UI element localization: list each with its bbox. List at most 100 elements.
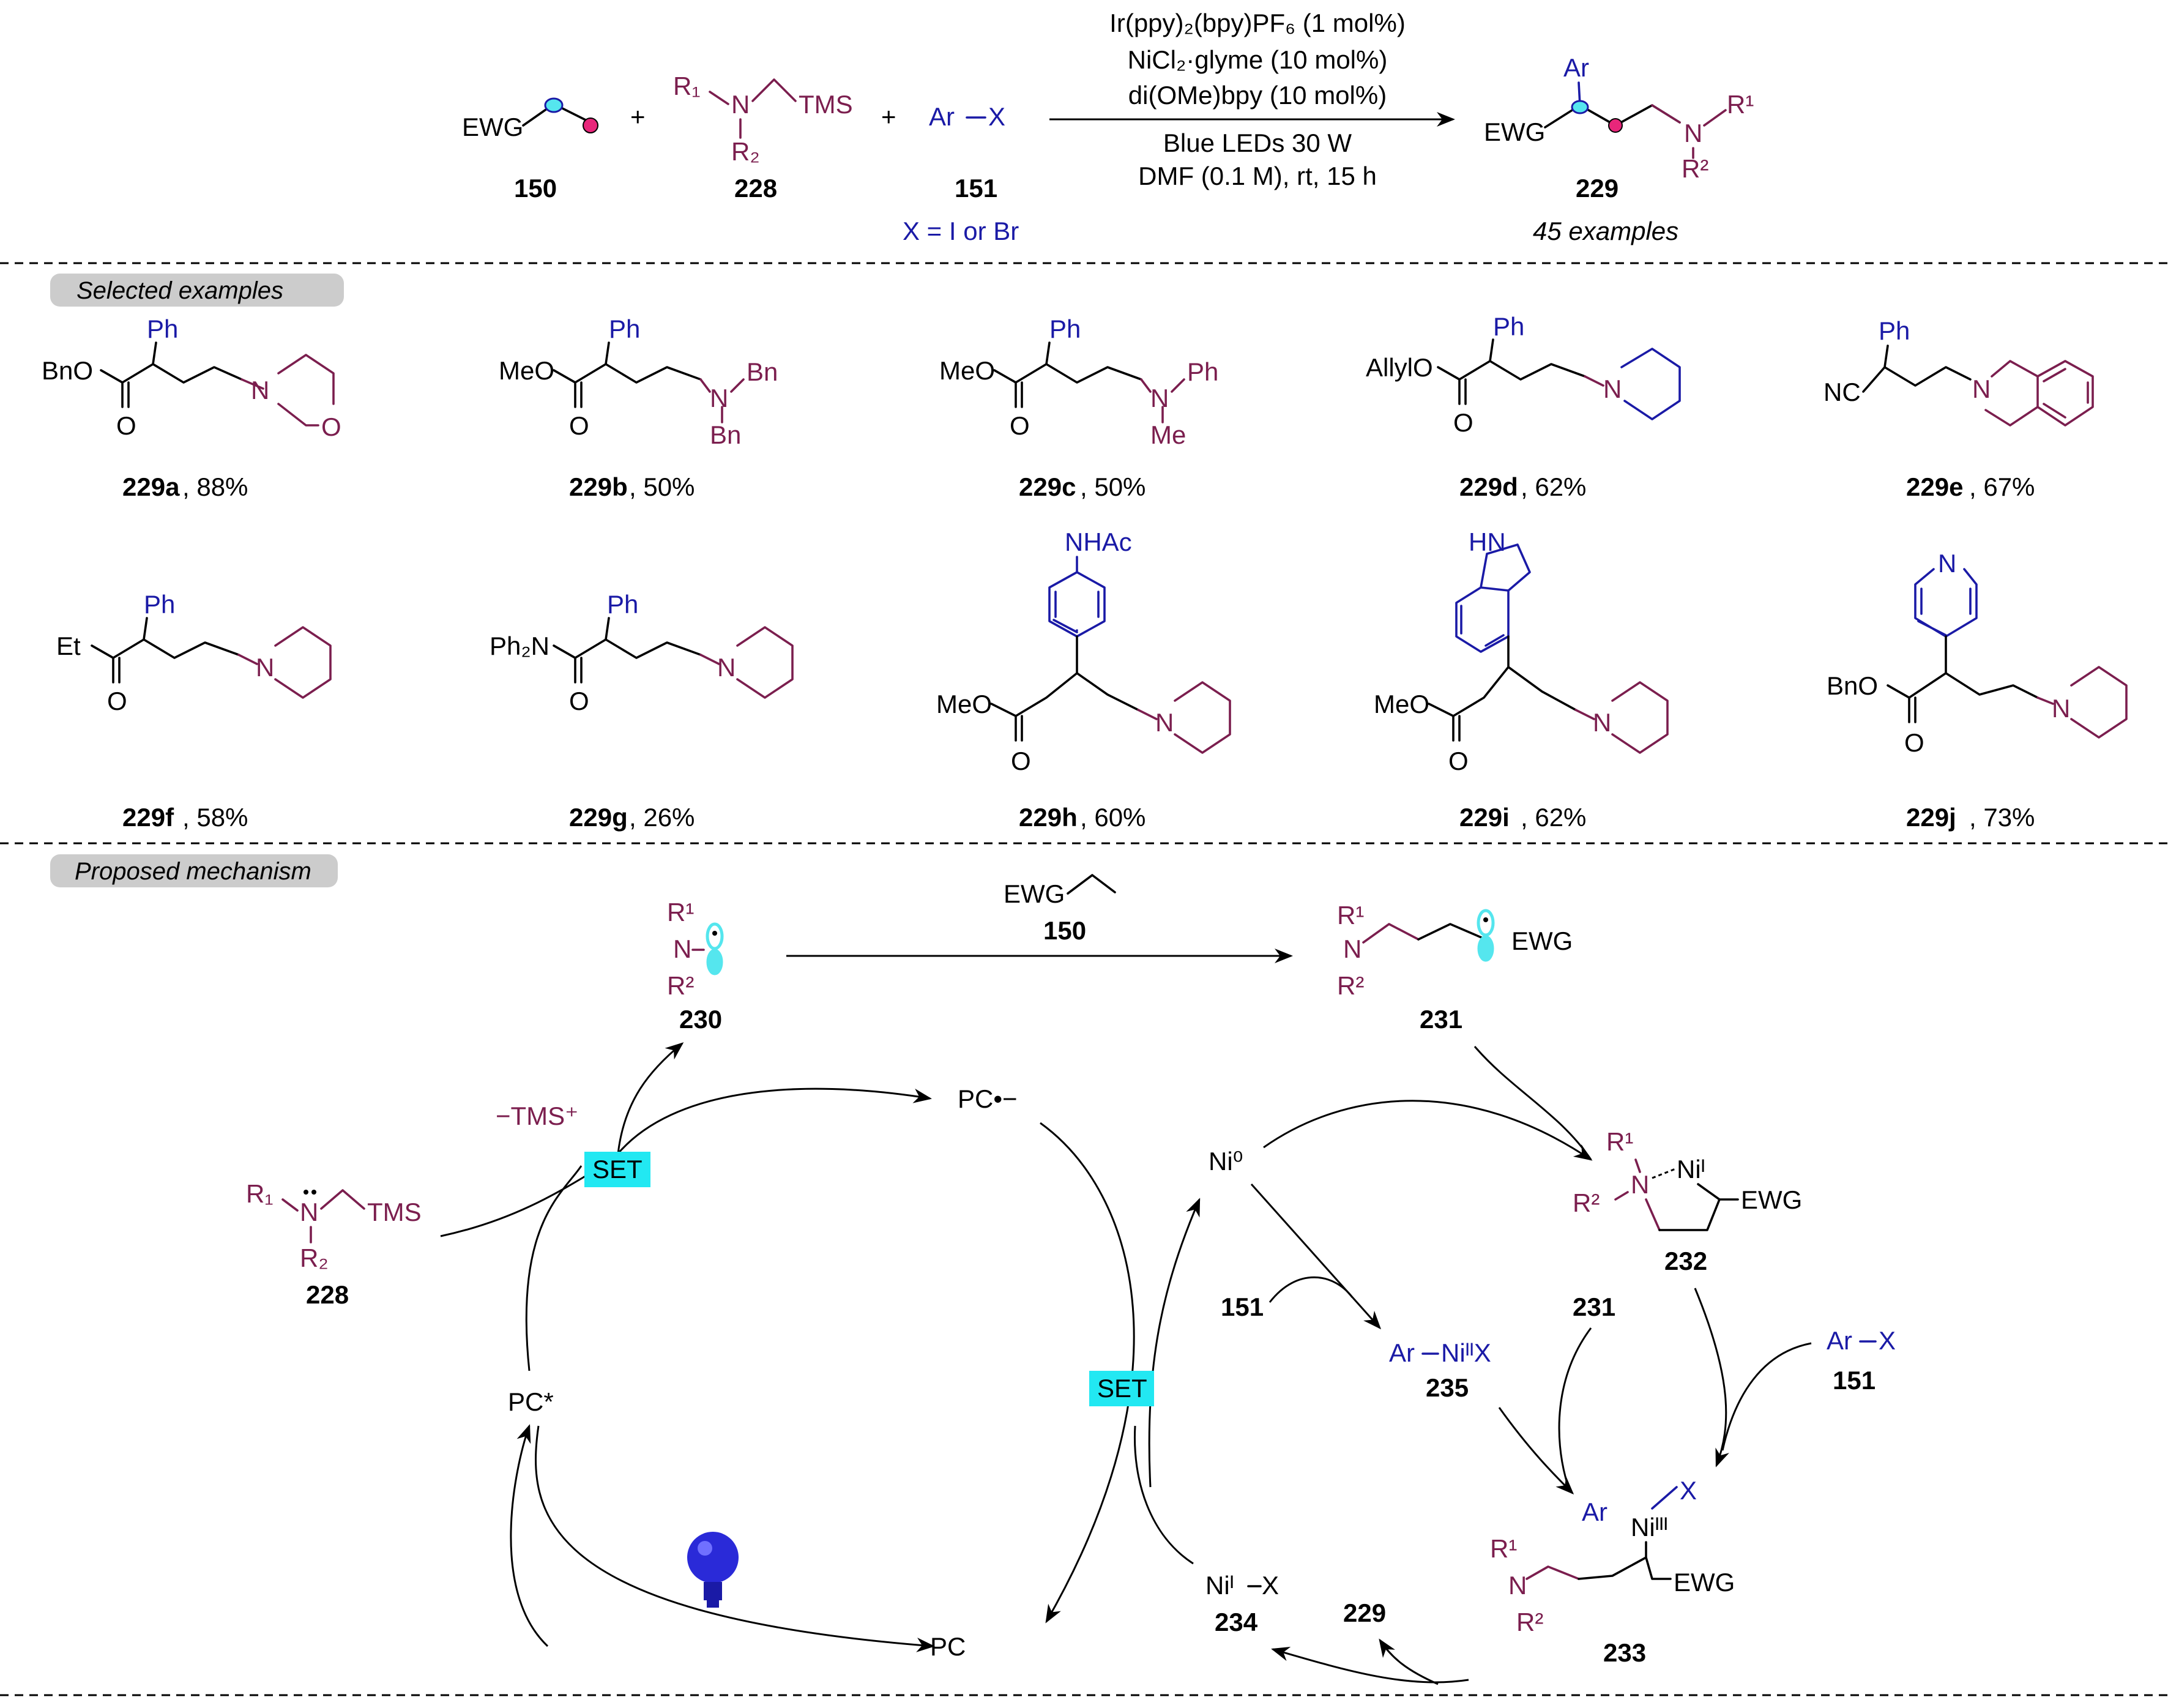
reactant-228: R₁ N TMS R₂ 228 <box>673 72 853 203</box>
pc-excited: PC* <box>508 1387 554 1416</box>
ni0-to-232-arrow <box>1263 1100 1593 1161</box>
carbonyl-o: O <box>1011 747 1031 775</box>
compound-number: 228 <box>306 1280 349 1309</box>
ewg-label: EWG <box>1511 927 1573 955</box>
product-release-arrow <box>1379 1638 1439 1685</box>
x-label: X <box>1262 1571 1279 1600</box>
arx-join-arrow <box>1721 1342 1812 1451</box>
pc-ground: PC <box>930 1632 966 1661</box>
amine-n: N <box>717 653 736 682</box>
example-yield: , 60% <box>1080 803 1145 832</box>
example-yield: , 67% <box>1969 472 2035 501</box>
n-label: N <box>1508 1571 1527 1600</box>
r1-label: R₁ <box>246 1179 274 1208</box>
reactant-151: Ar X 151 X = I or Br <box>903 102 1019 245</box>
amine-n: N <box>256 653 274 682</box>
ar-label: Ar <box>1827 1326 1852 1355</box>
section-title-examples: Selected examples <box>76 277 283 304</box>
r2-label: R₂ <box>731 137 760 166</box>
r2-label: R² <box>1573 1188 1600 1217</box>
ni-x-label: NiᴵᴵX <box>1441 1338 1491 1367</box>
r2-label: R² <box>667 971 694 1000</box>
example-229e: NC Ph N 229e , 67% <box>1823 316 2094 501</box>
x-label: X <box>1879 1326 1896 1355</box>
set-label: SET <box>592 1155 643 1184</box>
aryl-label: N <box>1938 549 1956 578</box>
carbonyl-o: O <box>1010 411 1030 440</box>
carbonyl-o: O <box>569 411 589 440</box>
ester-group: MeO <box>499 356 554 385</box>
species-233: Ar X Niᴵᴵᴵ R¹ N R² EWG 233 <box>1490 1476 1735 1667</box>
section-title-mechanism: Proposed mechanism <box>75 858 311 885</box>
ar-label: Ar <box>929 102 955 131</box>
ester-group: MeO <box>936 690 992 718</box>
pc-star-to-set-arrow <box>525 1165 583 1371</box>
234-to-set-arrow <box>1133 1425 1194 1565</box>
r2-label: R² <box>1682 154 1708 183</box>
reaction-conditions: Ir(ppy)₂(bpy)PF₆ (1 mol%) NiCl₂·glyme (1… <box>1049 9 1455 190</box>
nickel-catalyst: NiCl₂·glyme (10 mol%) <box>1128 45 1388 74</box>
r1-label: R¹ <box>667 898 694 927</box>
example-yield: , 62% <box>1521 803 1586 832</box>
r2-label: R² <box>1516 1608 1543 1636</box>
species-231: R¹ N R² EWG 231 <box>1337 901 1573 1034</box>
example-yield: , 50% <box>1080 472 1145 501</box>
carbonyl-o: O <box>569 687 589 715</box>
example-id: 229i <box>1459 803 1510 832</box>
r2-label: R₂ <box>300 1244 329 1272</box>
x-label: X <box>988 102 1005 131</box>
species-232: R¹ N R² Niᴵ EWG 232 <box>1573 1127 1802 1275</box>
r2-label: R² <box>1337 971 1364 1000</box>
aryl-label: Ph <box>147 315 178 343</box>
example-229h: NHAc MeO O N 229h , 60% <box>936 528 1231 832</box>
amine-n: N <box>710 384 728 412</box>
compound-number: 234 <box>1215 1608 1258 1636</box>
ewg-label: EWG <box>1674 1568 1735 1597</box>
ni-label: Niᴵᴵᴵ <box>1631 1513 1668 1542</box>
235-to-233-arrow <box>1498 1407 1574 1495</box>
oxidative-addition-arrow <box>1250 1184 1381 1330</box>
ewg-label: EWG <box>1741 1185 1802 1214</box>
231-join-arrow <box>1473 1046 1592 1160</box>
excitation-arrow-up <box>510 1424 549 1647</box>
amine-n: N <box>251 376 269 405</box>
example-id: 229e <box>1906 472 1963 501</box>
r1-label: R₁ <box>673 72 701 100</box>
x-label: X <box>1680 1476 1697 1505</box>
amine-n: N <box>1155 708 1174 737</box>
phenyl-label: Ph <box>1187 357 1218 386</box>
pc-radical-anion: PC•− <box>958 1084 1018 1113</box>
example-id: 229a <box>122 472 180 501</box>
aryl-label: Ph <box>1879 316 1910 345</box>
example-229j: N BnO O N 229j , 73% <box>1827 549 2128 832</box>
pc-radical-to-pc-arrow <box>1040 1122 1135 1624</box>
compound-number: 150 <box>1043 916 1086 945</box>
amine-n: N <box>1593 708 1611 737</box>
ar-label: Ar <box>1563 53 1589 82</box>
reactant-150: EWG 150 <box>462 97 598 203</box>
ester-group: AllylO <box>1366 353 1433 382</box>
tms-loss-label: −TMS⁺ <box>496 1102 578 1130</box>
bn-label: Bn <box>710 420 741 449</box>
example-229d: AllylO O Ph N 229d , 62% <box>1366 312 1681 501</box>
example-229g: Ph₂N O Ph N 229g , 26% <box>490 590 794 832</box>
example-yield: , 62% <box>1521 472 1586 501</box>
n-label: N <box>673 934 691 963</box>
compound-number: 231 <box>1420 1005 1462 1034</box>
r1-label: R¹ <box>1337 901 1364 930</box>
halide-note: X = I or Br <box>903 217 1019 245</box>
species-228: R₁ N TMS R₂ 228 <box>246 1179 422 1309</box>
excitation-arrow-down <box>535 1425 935 1652</box>
species-235: Ar NiᴵᴵX 235 <box>1389 1338 1491 1402</box>
ester-group: MeO <box>1374 690 1429 718</box>
scope-count: 45 examples <box>1533 217 1678 245</box>
compound-number: 230 <box>679 1005 722 1034</box>
example-id: 229b <box>569 472 628 501</box>
set-label: SET <box>1097 1374 1147 1403</box>
example-229b: MeO O Ph N Bn Bn 229b , 50% <box>499 315 778 501</box>
r1-label: R¹ <box>1727 90 1754 119</box>
compound-number: 229 <box>1576 174 1619 203</box>
compound-number: 150 <box>514 174 557 203</box>
amine-n: N <box>2052 694 2070 723</box>
